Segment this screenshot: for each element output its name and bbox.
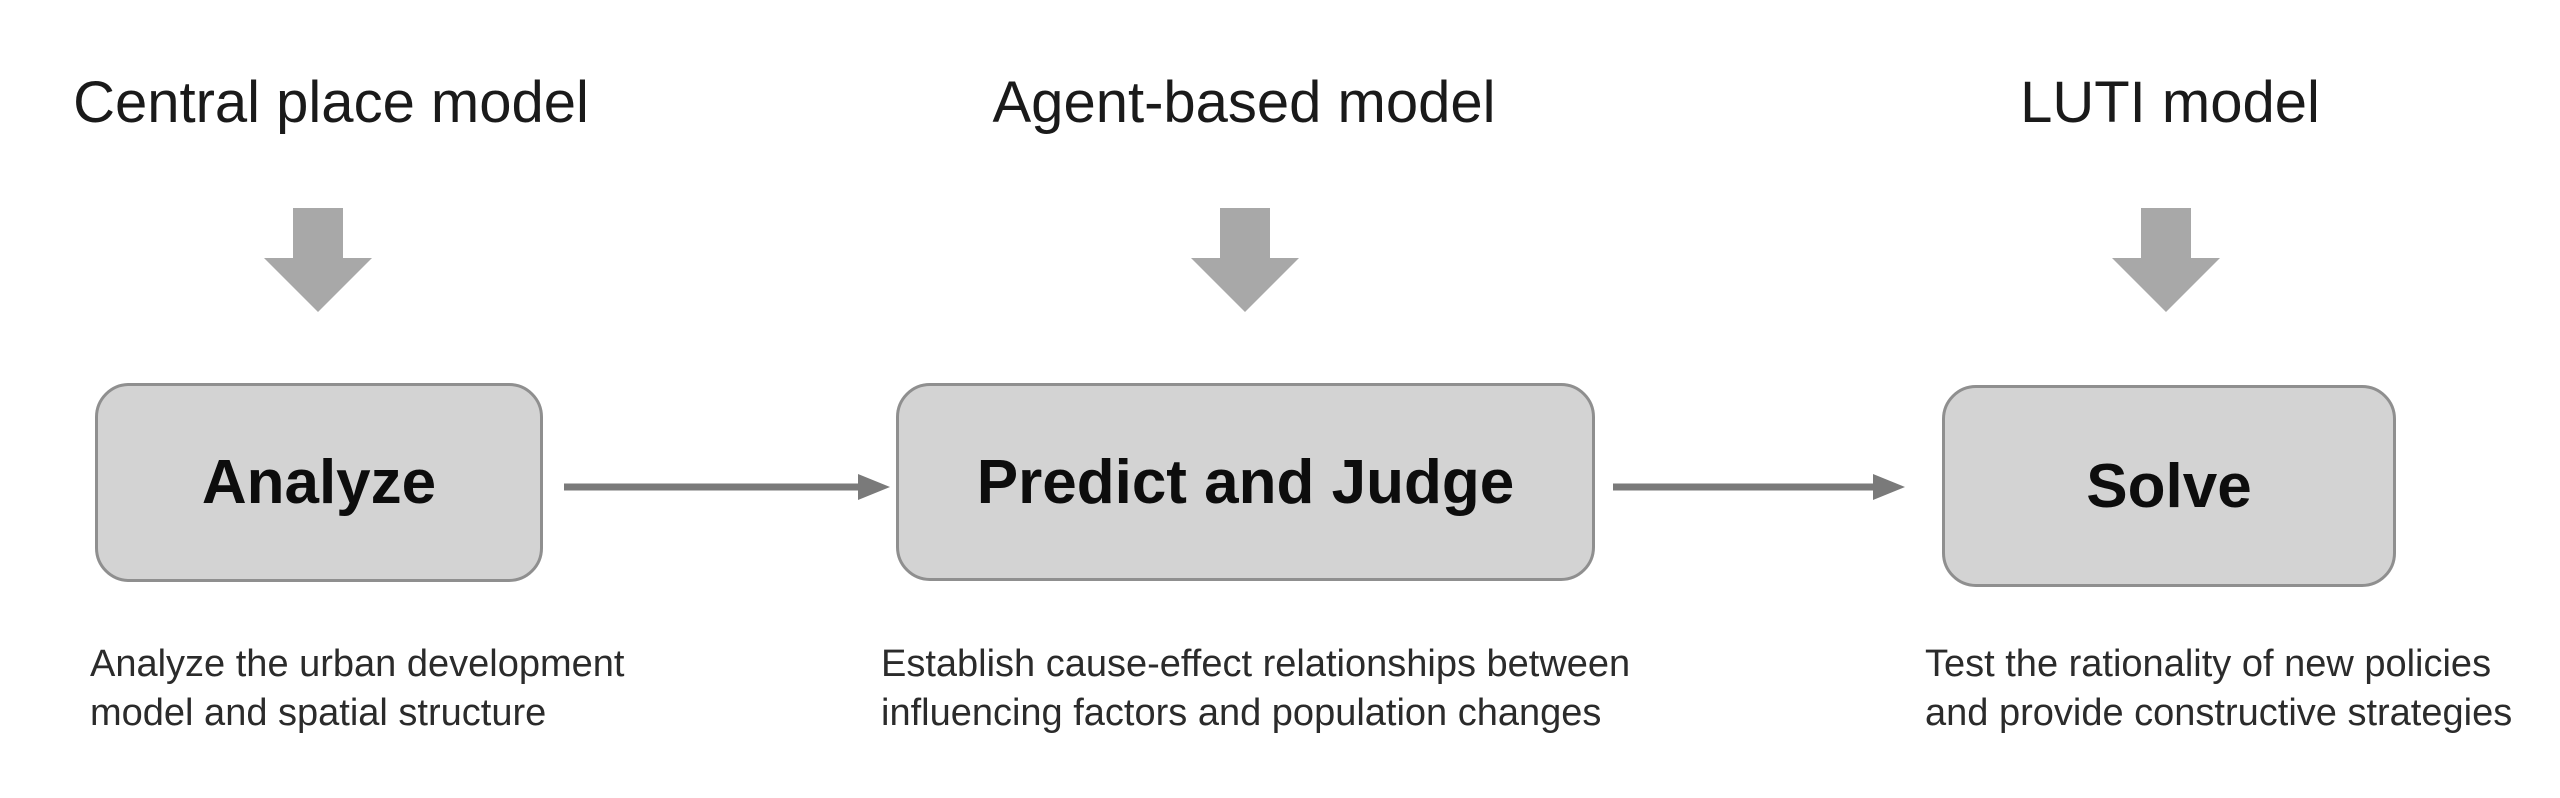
step-box-analyze: Analyze: [95, 383, 543, 582]
down-arrow-icon: [264, 208, 372, 312]
step-label: Analyze: [201, 448, 437, 517]
step-description-analyze: Analyze the urban development model and …: [90, 640, 624, 738]
step-description-predict: Establish cause-effect relationships bet…: [881, 640, 1630, 738]
right-arrow-icon: [1613, 474, 1905, 500]
right-arrow-icon: [564, 474, 890, 500]
model-label-luti: LUTI model: [2020, 70, 2320, 135]
description-line: Analyze the urban development: [90, 643, 625, 685]
model-label-central-place: Central place model: [73, 70, 589, 135]
down-arrow-icon: [1191, 208, 1299, 312]
description-line: Establish cause-effect relationships bet…: [881, 643, 1631, 685]
down-arrow-icon: [2112, 208, 2220, 312]
step-description-solve: Test the rationality of new policies and…: [1925, 640, 2512, 738]
step-box-predict-and-judge: Predict and Judge: [896, 383, 1595, 581]
step-label: Predict and Judge: [976, 447, 1515, 517]
description-line: Test the rationality of new policies: [1925, 643, 2492, 685]
step-box-solve: Solve: [1942, 385, 2396, 587]
model-label-agent-based: Agent-based model: [992, 70, 1496, 135]
description-line: influencing factors and population chang…: [881, 692, 1602, 734]
step-label: Solve: [2086, 451, 2252, 521]
description-line: model and spatial structure: [90, 692, 547, 734]
description-line: and provide constructive strategies: [1925, 692, 2513, 734]
